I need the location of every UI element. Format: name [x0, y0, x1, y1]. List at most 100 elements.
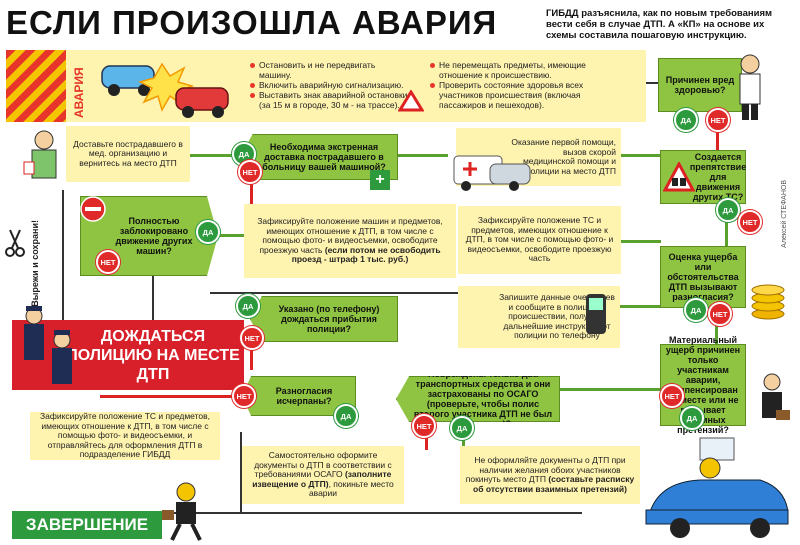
nurse-illustration [23, 130, 57, 179]
self-register-box: Самостоятельно оформите документы о ДТП … [242, 446, 404, 504]
connector-line [190, 154, 238, 157]
fix-gibdd-box: Зафиксируйте положение ТС и предметов, и… [30, 412, 220, 460]
q-disagree-text: Разногласия исчерпаны? [275, 386, 333, 406]
coins-illustration [751, 284, 785, 320]
pharmacy-cross-icon: + [370, 170, 390, 190]
connector-line [621, 240, 661, 243]
fix-gibdd-text: Зафиксируйте положение ТС и предметов, и… [39, 411, 211, 460]
q-hospital-text: Необходима экстренная доставка пострадав… [262, 142, 386, 172]
no-badge: НЕТ [706, 108, 730, 132]
yes-badge: ДА [334, 404, 358, 428]
self-register-end: , покиньте место аварии [308, 478, 394, 499]
q-damage-text: Оценка ущерба или обстоятельства ДТП выз… [667, 252, 739, 302]
fix-cars-text: Зафиксируйте положение машин и предметов… [257, 216, 443, 255]
fix-cars-box: Зафиксируйте положение машин и предметов… [244, 204, 456, 278]
connector-line [621, 154, 661, 157]
stripe-decoration [6, 50, 66, 122]
q-blocked-text: Полностью заблокировано движение других … [115, 216, 193, 256]
connector-line [715, 325, 718, 345]
scissors-icon [5, 229, 25, 257]
yes-badge: ДА [674, 108, 698, 132]
car-illustration [645, 437, 789, 538]
no-badge: НЕТ [238, 160, 262, 184]
businessman-illustration [762, 373, 790, 420]
self-register-wrapper: Самостоятельно оформите документы о ДТП … [247, 451, 399, 499]
q-injured-text: Причинен вред здоровью? [665, 75, 735, 95]
page-title: ЕСЛИ ПРОИЗОШЛА АВАРИЯ [6, 4, 498, 41]
bullet-item: Выставить знак аварийной остановки (за 1… [250, 90, 410, 110]
fix-free-box: Зафиксируйте положение ТС и предметов, и… [458, 206, 621, 274]
no-badge: НЕТ [708, 302, 732, 326]
q-wait-text: Указано (по телефону) дождаться прибытия… [278, 304, 380, 334]
police-officers-illustration [24, 306, 72, 384]
subtitle: ГИБДД разъяснила, как по новым требовани… [546, 8, 773, 41]
q-two-cars-text: Повреждены только два транспортных средс… [413, 369, 553, 429]
q-obstacle-text: Создается препятствие для движения други… [689, 152, 747, 202]
connector-line [560, 388, 660, 391]
witnesses-text: Запишите данные очевидцев и сообщите в п… [499, 292, 615, 341]
no-documents-wrapper: Не оформляйте документы о ДТП при наличи… [465, 455, 635, 494]
connector-line [716, 112, 719, 160]
connector-line [240, 432, 242, 512]
bullet-item: Проверить состояние здоровья всех участн… [430, 80, 608, 110]
no-entry-sign-icon [80, 196, 106, 222]
yes-badge: ДА [196, 220, 220, 244]
warning-triangle-icon [398, 90, 424, 112]
ambulance-illustration [453, 155, 531, 191]
deliver-text: Доставьте пострадавшего в мед. организац… [73, 138, 183, 168]
connector-line [152, 276, 154, 320]
man-with-bag-illustration [162, 482, 202, 541]
banner-bullets-right: Не перемещать предметы, имеющие отношени… [430, 60, 608, 110]
fix-cars-fine: (если потом не освободить проезд - штраф… [291, 244, 441, 265]
q-material-text: Материальный ущерб причинен только участ… [665, 335, 741, 435]
connector-line [646, 82, 658, 84]
banner-bullets-left: Остановить и не передвигать машину. Вклю… [250, 60, 410, 110]
no-badge: НЕТ [232, 384, 256, 408]
yes-badge: ДА [450, 416, 474, 440]
no-badge: НЕТ [660, 384, 684, 408]
wait-police-text: ДОЖДАТЬСЯ ПОЛИЦИЮ НА МЕСТЕ ДТП [66, 327, 240, 383]
connector-line [620, 305, 660, 308]
yes-badge: ДА [680, 406, 704, 430]
connector-line [218, 234, 244, 237]
no-badge: НЕТ [96, 250, 120, 274]
bullet-item: Включить аварийную сигнализацию. [250, 80, 410, 90]
connector-line [100, 395, 240, 398]
fix-cars-wrapper: Зафиксируйте положение машин и предметов… [249, 217, 451, 265]
yes-badge: ДА [236, 294, 260, 318]
no-badge: НЕТ [240, 326, 264, 350]
connector-line [210, 292, 458, 294]
wait-police-box: ДОЖДАТЬСЯ ПОЛИЦИЮ НА МЕСТЕ ДТП [12, 320, 244, 390]
car-crash-illustration [101, 62, 229, 118]
q-two-cars-box: Повреждены только два транспортных средс… [396, 376, 560, 422]
no-badge: НЕТ [738, 210, 762, 234]
first-aid-text: Оказание первой помощи, вызов скорой мед… [511, 137, 616, 176]
cut-and-save-label: Вырежи и сохрани! [30, 220, 40, 307]
no-badge: НЕТ [412, 414, 436, 438]
no-documents-text: Не оформляйте документы о ДТП при наличи… [465, 455, 626, 484]
bullet-item: Не перемещать предметы, имеющие отношени… [430, 60, 608, 80]
no-documents-box: Не оформляйте документы о ДТП при наличи… [460, 446, 640, 504]
fix-free-text: Зафиксируйте положение ТС и предметов, и… [465, 215, 614, 264]
self-register-text: Самостоятельно оформите документы о ДТП … [254, 450, 392, 480]
connector-line [250, 180, 253, 226]
connector-line [725, 205, 728, 247]
doctor-illustration [739, 54, 761, 120]
connector-line [250, 340, 253, 370]
q-damage-box: Оценка ущерба или обстоятельства ДТП выз… [660, 246, 746, 308]
no-documents-note: (составьте расписку об отсутствии взаимн… [473, 474, 635, 494]
q-injured-box: Причинен вред здоровью? [658, 58, 742, 112]
author-credit: Алексей СТЕФАНОВ [781, 180, 788, 248]
yes-badge: ДА [716, 198, 740, 222]
yes-badge: ДА [684, 298, 708, 322]
banner-word: АВАРИЯ [72, 67, 86, 118]
deliver-box: Доставьте пострадавшего в мед. организац… [66, 126, 190, 182]
phone-icon [586, 294, 606, 334]
road-sign-icon [663, 162, 695, 192]
connector-line [398, 154, 448, 157]
finish-text: ЗАВЕРШЕНИЕ [25, 515, 149, 534]
self-register-note: (заполните извещение о ДТП) [252, 469, 392, 489]
connector-line [62, 190, 64, 320]
finish-box: ЗАВЕРШЕНИЕ [12, 511, 162, 539]
q-wait-box: Указано (по телефону) дождаться прибытия… [250, 296, 398, 342]
